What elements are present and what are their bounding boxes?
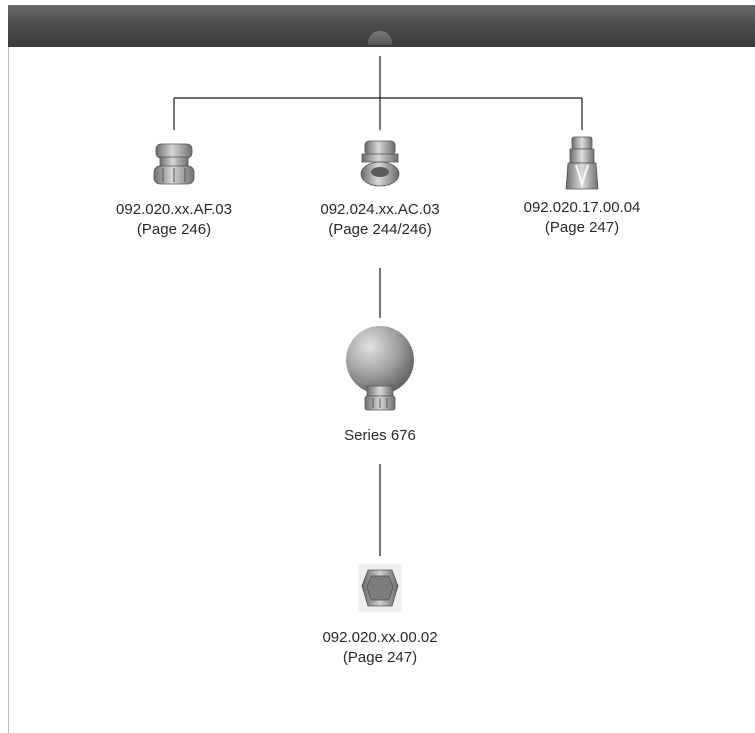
nozzle-fitting-icon [360, 140, 400, 187]
node-top-right: 092.020.17.00.04 (Page 247) [482, 134, 682, 238]
node-page-ref: (Page 244/246) [328, 221, 432, 238]
node-code: 092.020.17.00.04 [523, 199, 641, 216]
hex-nut-icon [358, 564, 402, 612]
node-bottom: 092.020.xx.00.02 (Page 247) [280, 562, 480, 668]
page-left-border [8, 47, 9, 733]
header-tab [368, 31, 392, 45]
spray-ball-icon [346, 326, 414, 411]
node-code: 092.020.xx.00.02 [322, 629, 438, 646]
node-top-center: 092.024.xx.AC.03 (Page 244/246) [280, 138, 480, 240]
node-code: 092.020.xx.AF.03 [116, 201, 232, 218]
threaded-adapter-icon [565, 136, 599, 190]
node-page-ref: (Page 247) [544, 219, 620, 236]
node-code: 092.024.xx.AC.03 [320, 201, 440, 218]
node-code: Series 676 [344, 427, 416, 444]
node-page-ref: (Page 247) [342, 649, 418, 666]
node-page-ref: (Page 246) [136, 221, 212, 238]
node-top-left: 092.020.xx.AF.03 (Page 246) [74, 140, 274, 240]
node-series: Series 676 [280, 324, 480, 446]
nozzle-fitting-icon [153, 143, 195, 185]
